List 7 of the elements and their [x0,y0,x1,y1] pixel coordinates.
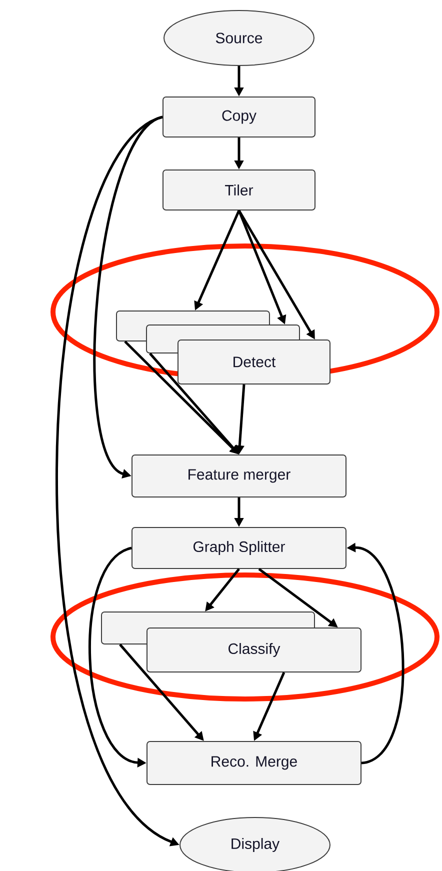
process-box: Feature merger [132,454,346,498]
process-box: Graph Splitter [132,527,346,569]
process-box: Reco. Merge [146,741,362,785]
process-box: Copy [162,96,316,138]
process-box: Classify [146,628,362,672]
process-box: Tiler [162,170,316,211]
process-box: Detect [178,340,330,384]
